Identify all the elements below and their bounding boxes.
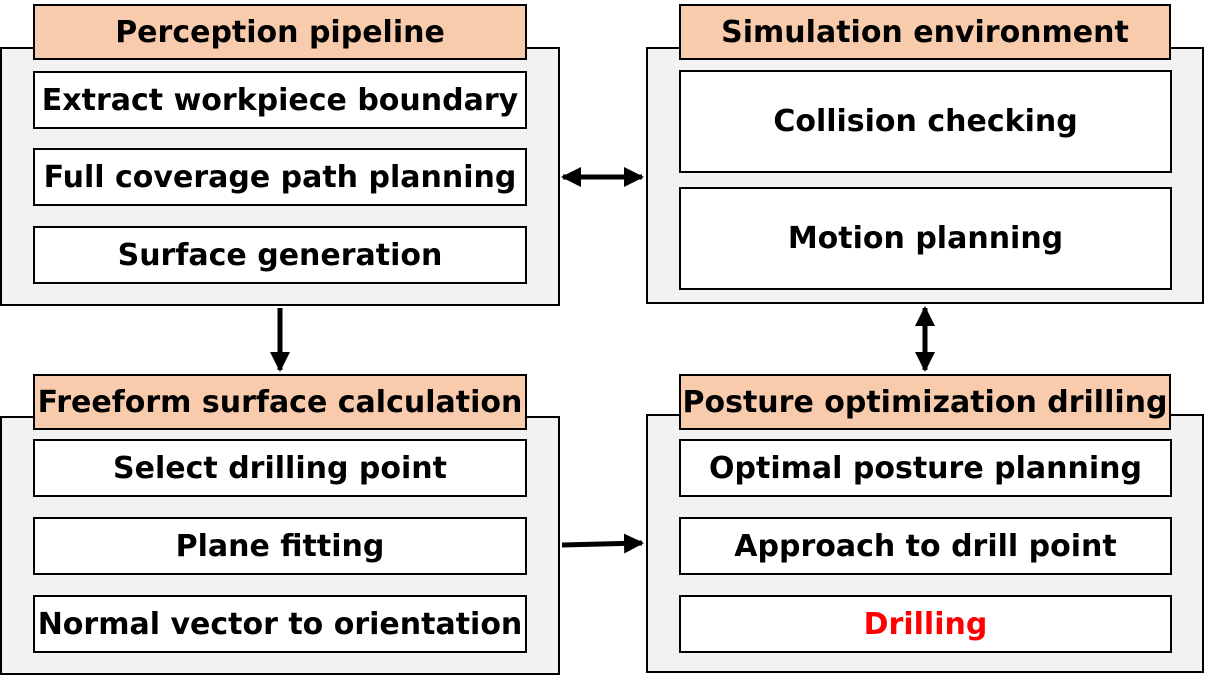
freeform-title: Freeform surface calculation (33, 374, 527, 430)
freeform-item-normal-vector: Normal vector to orientation (33, 595, 527, 653)
perception-item-surface-generation: Surface generation (33, 226, 527, 284)
posture-item-approach-drill-point: Approach to drill point (679, 517, 1172, 575)
perception-item-coverage-path: Full coverage path planning (33, 148, 527, 206)
perception-title: Perception pipeline (33, 4, 527, 60)
posture-item-drilling: Drilling (679, 595, 1172, 653)
freeform-item-select-drilling-point: Select drilling point (33, 439, 527, 497)
posture-item-optimal-posture: Optimal posture planning (679, 439, 1172, 497)
simulation-item-motion-planning: Motion planning (679, 187, 1172, 290)
perception-item-extract-boundary: Extract workpiece boundary (33, 71, 527, 129)
arrow-freeform-posture (561, 533, 644, 554)
simulation-item-collision-checking: Collision checking (679, 70, 1172, 173)
posture-title: Posture optimization drilling (679, 374, 1171, 430)
simulation-title: Simulation environment (679, 4, 1171, 60)
freeform-item-plane-fitting: Plane fitting (33, 517, 527, 575)
